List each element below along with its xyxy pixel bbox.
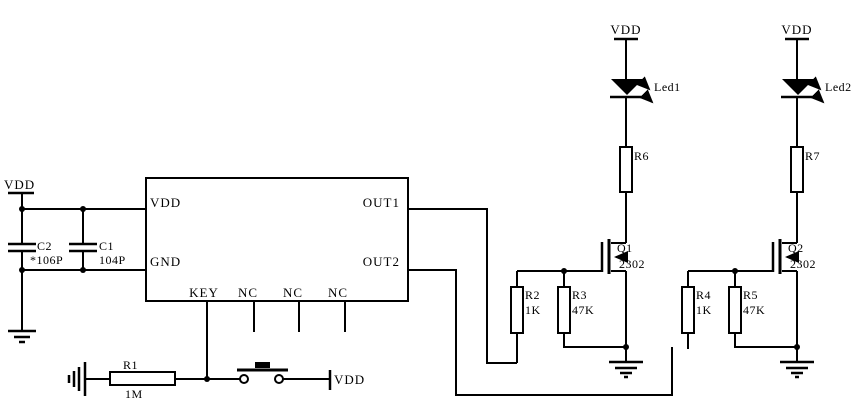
vdd-terminal-button: VDD [328, 370, 365, 390]
ic-pin-nc2-label: NC [283, 285, 303, 300]
ic-pin-out1-label: OUT1 [363, 195, 400, 210]
q1-part-label: 2302 [619, 257, 645, 271]
led-emission-arrow [636, 76, 651, 91]
r3-value-label: 47K [572, 303, 594, 317]
resistor-body [510, 286, 524, 334]
ic-pin-vdd-label: VDD [150, 195, 181, 210]
junction-dot [19, 206, 25, 212]
wire [734, 333, 797, 348]
r3-ref-label: R3 [572, 288, 587, 302]
resistor-body [681, 286, 695, 334]
mosfet-q1: Q1 2302 [517, 239, 645, 347]
resistor-r5: R5 47K [728, 268, 797, 348]
c1-ref-label: C1 [99, 239, 114, 253]
ground-symbol-bottom-left [67, 362, 87, 396]
resistor-r2: R2 1K [510, 271, 541, 363]
power-rails [19, 193, 146, 331]
led-triangle [782, 79, 814, 95]
led-triangle [611, 79, 643, 95]
led2: Led2 [781, 76, 852, 147]
ground-symbol-branch1 [609, 344, 643, 379]
wire-out1 [408, 208, 517, 364]
vdd-terminal-branch2: VDD [781, 22, 812, 79]
r4-value-label: 1K [696, 303, 712, 317]
r5-ref-label: R5 [743, 288, 758, 302]
r4-ref-label: R4 [696, 288, 711, 302]
resistor-r7: R7 [790, 146, 820, 243]
resistor-body [557, 286, 571, 334]
q2-ref-label: Q2 [788, 241, 804, 255]
push-button [237, 362, 329, 384]
q1-ref-label: Q1 [617, 241, 633, 255]
c2-ref-label: C2 [37, 239, 52, 253]
ic-pin-out2-label: OUT2 [363, 254, 400, 269]
r1-value-label: 1M [125, 387, 143, 401]
wire-key [204, 301, 210, 382]
mosfet-q2: Q2 2302 [688, 239, 816, 347]
ic-pin-nc3-label: NC [328, 285, 348, 300]
led2-ref-label: Led2 [825, 80, 852, 94]
resistor-r4: R4 1K [681, 271, 712, 349]
r1-ref-label: R1 [123, 358, 138, 372]
ground-symbol-branch2 [780, 344, 814, 379]
junction-dot [19, 267, 25, 273]
vdd-label-left: VDD [4, 177, 35, 192]
button-terminal [274, 374, 284, 384]
r7-ref-label: R7 [805, 149, 820, 163]
wire [408, 208, 517, 364]
ic-pin-key-label: KEY [189, 285, 219, 300]
wire-out2 [408, 269, 673, 396]
junction-dot [80, 267, 86, 273]
ic-pin-gnd-label: GND [150, 254, 181, 269]
r5-value-label: 47K [743, 303, 765, 317]
q2-part-label: 2302 [790, 257, 816, 271]
capacitor-c2: C2 *106P [8, 239, 63, 267]
ic-pin-nc1-label: NC [238, 285, 258, 300]
capacitor-c1: C1 104P [69, 239, 126, 267]
r2-value-label: 1K [525, 303, 541, 317]
c2-value-label: *106P [30, 253, 63, 267]
junction-dot [80, 206, 86, 212]
led-emission-arrow [639, 89, 654, 104]
vdd-label-button: VDD [334, 372, 365, 387]
button-terminal [239, 374, 249, 384]
resistor-body [790, 146, 804, 193]
vdd-label-branch1: VDD [610, 22, 641, 37]
led-emission-arrow [807, 76, 822, 91]
led-emission-arrow [810, 89, 825, 104]
wire [408, 269, 673, 396]
resistor-r1: R1 1M [85, 358, 240, 401]
vdd-terminal-branch1: VDD [610, 22, 641, 79]
ic-touch-controller: VDD GND OUT1 OUT2 KEY NC NC NC [145, 177, 409, 332]
r6-ref-label: R6 [634, 149, 649, 163]
resistor-r3: R3 47K [557, 268, 626, 348]
vdd-terminal-left: VDD [4, 177, 35, 195]
resistor-body [619, 146, 633, 193]
button-cap [255, 362, 270, 368]
junction-dot [204, 376, 210, 382]
resistor-body [109, 371, 176, 386]
c1-value-label: 104P [99, 253, 126, 267]
ground-symbol-left [8, 329, 36, 344]
led1: Led1 [610, 76, 681, 147]
vdd-label-branch2: VDD [781, 22, 812, 37]
wire [563, 333, 626, 348]
resistor-r6: R6 [619, 146, 649, 243]
r2-ref-label: R2 [525, 288, 540, 302]
ic-body [145, 177, 409, 302]
led1-ref-label: Led1 [654, 80, 681, 94]
resistor-body [728, 286, 742, 334]
